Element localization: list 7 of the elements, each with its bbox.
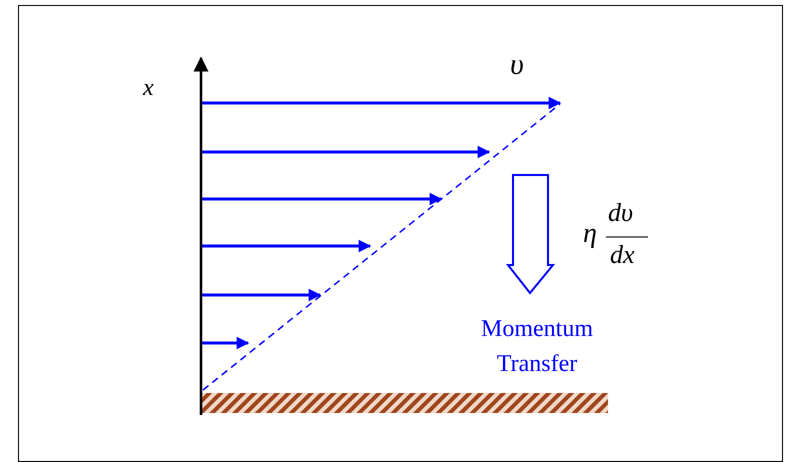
- viscosity-symbol: η: [583, 220, 597, 248]
- fraction-denominator: dx: [610, 242, 635, 268]
- axis-label: x: [143, 76, 154, 100]
- hatched-wall: [201, 393, 608, 413]
- caption-text: Momentum Transfer: [480, 315, 594, 379]
- fraction-numerator: dυ: [608, 200, 633, 226]
- velocity-symbol: υ: [510, 50, 524, 80]
